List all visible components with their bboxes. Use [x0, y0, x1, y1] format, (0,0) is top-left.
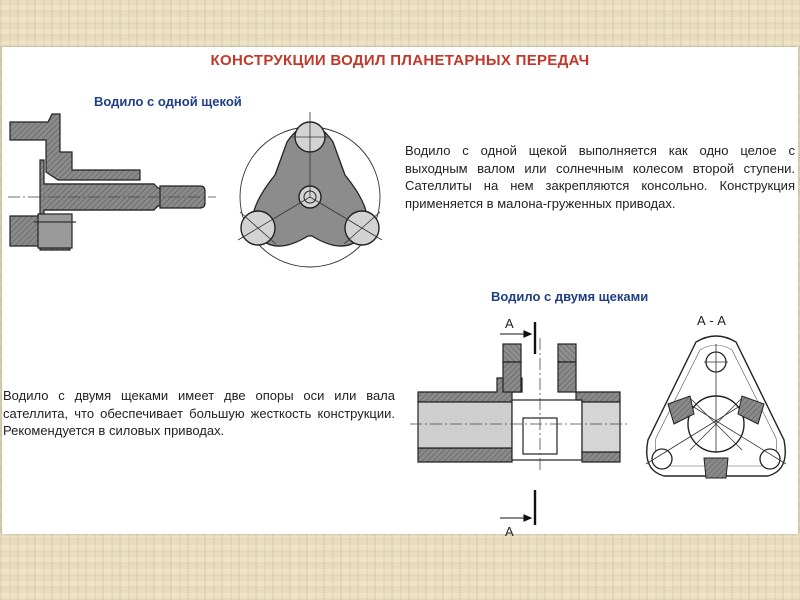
slide-title: КОНСТРУКЦИИ ВОДИЛ ПЛАНЕТАРНЫХ ПЕРЕДАЧ [210, 52, 590, 69]
heading-single-cheek: Водило с одной щекой [94, 94, 242, 109]
section-mark-bottom: А [505, 524, 514, 539]
description-double-cheek: Водило с двумя щеками имеет две опоры ос… [3, 388, 395, 438]
description-single-cheek: Водило с одной щекой выполняется как одн… [405, 143, 795, 211]
section-mark-top: А [505, 316, 514, 331]
section-aa-title: А - А [697, 313, 726, 328]
heading-double-cheek: Водило с двумя щеками [491, 289, 649, 304]
